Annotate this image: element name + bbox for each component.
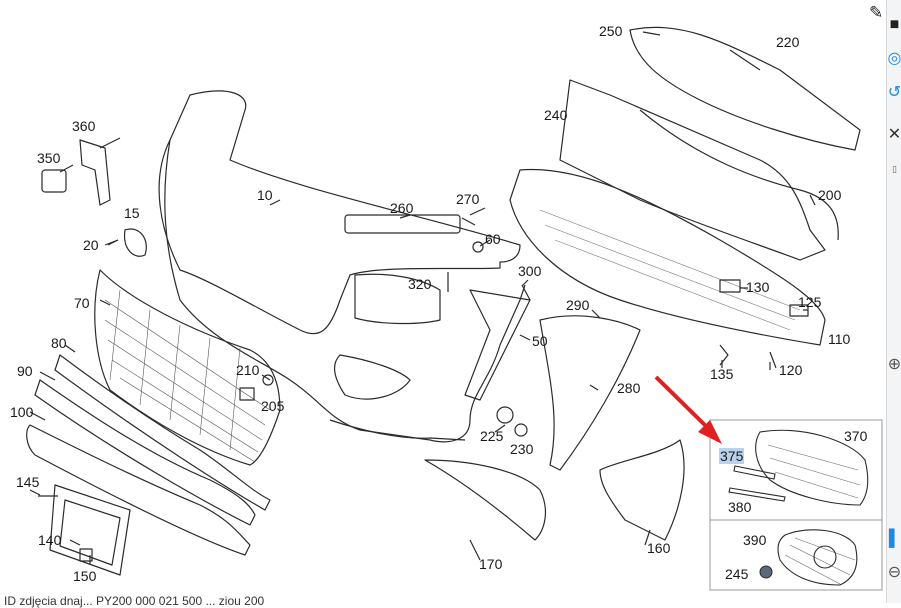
part-label: 140 <box>38 532 62 548</box>
clip-part-120 <box>769 351 777 369</box>
part-label: 135 <box>710 366 734 382</box>
part-label: 110 <box>828 331 851 347</box>
zoom-in-icon[interactable]: ⊕ <box>887 356 901 373</box>
close-icon[interactable]: ✕ <box>887 126 901 143</box>
bracket-part-300 <box>521 284 531 301</box>
clip-part-125 <box>789 304 809 317</box>
sensor-part-350 <box>41 169 67 193</box>
part-label: 20 <box>83 237 99 253</box>
clip-part-270 <box>461 217 476 226</box>
part-label: 150 <box>73 568 97 584</box>
sensor-holder-part-260 <box>344 214 461 234</box>
info-icon[interactable]: ▯ <box>892 164 897 174</box>
plug-part-210 <box>262 374 274 386</box>
part-label: 300 <box>518 263 542 279</box>
part-label: 15 <box>124 205 140 221</box>
part-label: 125 <box>798 294 822 310</box>
side-bracket-part-280 <box>539 315 641 471</box>
refresh-icon[interactable]: ↺ <box>887 84 901 101</box>
part-label: 220 <box>776 34 800 50</box>
clip-part-150 <box>79 548 93 562</box>
save-icon[interactable]: ■ <box>889 16 900 33</box>
part-label: 270 <box>456 191 480 207</box>
right-toolbar: ■ ◎ ↺ ✕ ▯ ⊕ ▌ ⊖ <box>886 0 901 603</box>
zoom-out-icon[interactable]: ⊖ <box>887 564 901 581</box>
lower-trim-part-170 <box>424 459 547 541</box>
part-label: 240 <box>544 107 568 123</box>
part-label: 170 <box>479 556 503 572</box>
part-label: 230 <box>510 441 534 457</box>
fog-light-cover-part-390 <box>777 529 858 586</box>
screw-part-60 <box>472 241 484 253</box>
bumper-side-vent-right <box>354 273 441 325</box>
part-label: 90 <box>17 363 33 379</box>
clip-part-205 <box>239 387 255 401</box>
part-label: 250 <box>599 23 623 39</box>
part-label: 360 <box>72 118 96 134</box>
part-label: 10 <box>257 187 273 203</box>
bracket-part-360 <box>79 139 111 206</box>
inset-panel-fog-light <box>709 519 883 591</box>
part-label: 100 <box>10 404 34 420</box>
part-label: 205 <box>261 398 285 414</box>
part-label: 70 <box>74 295 90 311</box>
licence-plate-holder-part-140 <box>49 484 131 576</box>
upper-carrier-part-220 <box>629 26 861 151</box>
part-label: 390 <box>743 532 767 548</box>
bumper-side-vent-left <box>333 354 411 400</box>
part-label: 210 <box>236 362 260 378</box>
part-label: 320 <box>408 276 432 292</box>
panel-toggle-icon[interactable]: ▌ <box>888 530 901 547</box>
underbody-panel-part-110 <box>509 168 826 346</box>
part-label: 120 <box>779 362 803 378</box>
part-label: 160 <box>647 540 671 556</box>
image-caption-footer: ID zdjęcia dnaj... PY200 000 021 500 ...… <box>4 594 265 608</box>
fog-light-part-245 <box>759 565 773 579</box>
clip-part-135 <box>719 344 729 366</box>
clip-part-230 <box>514 423 528 437</box>
part-label: 80 <box>51 335 67 351</box>
wire-harness-part-200 <box>639 109 839 241</box>
side-bracket-part-290 <box>464 289 531 401</box>
grille-part-70 <box>94 269 281 466</box>
highlighted-part-label-375: 375 <box>719 448 745 464</box>
red-pointer-arrow-icon <box>654 375 722 444</box>
side-grille-part-160 <box>599 439 685 541</box>
part-label: 280 <box>617 380 641 396</box>
cable-part-240 <box>559 79 826 261</box>
sensor-part-225 <box>496 406 514 424</box>
cover-part-15 <box>123 228 147 257</box>
bumper-cover-lower-edge <box>164 139 526 443</box>
trim-strip-part-380 <box>728 487 786 502</box>
trim-strip-part-90 <box>34 379 256 526</box>
part-label: 200 <box>818 187 842 203</box>
part-label: 245 <box>725 566 749 582</box>
trim-strip-part-80 <box>54 354 271 511</box>
lower-spoiler-part-100 <box>26 424 251 556</box>
bumper-lower-lip <box>329 419 466 441</box>
part-label: 290 <box>566 297 590 313</box>
clip-part-130 <box>719 279 741 293</box>
part-label: 225 <box>480 428 504 444</box>
trim-strip-part-375 <box>733 465 776 480</box>
part-label: 370 <box>844 428 868 444</box>
part-label: 50 <box>532 333 548 349</box>
part-label: 260 <box>390 200 414 216</box>
bumper-cover-part-10 <box>158 90 521 335</box>
part-label: 60 <box>485 231 501 247</box>
part-label: 350 <box>37 150 61 166</box>
part-label: 380 <box>728 499 752 515</box>
part-label: 145 <box>16 474 40 490</box>
edit-icon[interactable]: ✎ <box>869 3 884 22</box>
part-label: 130 <box>746 279 770 295</box>
rotate-icon[interactable]: ◎ <box>887 50 901 67</box>
